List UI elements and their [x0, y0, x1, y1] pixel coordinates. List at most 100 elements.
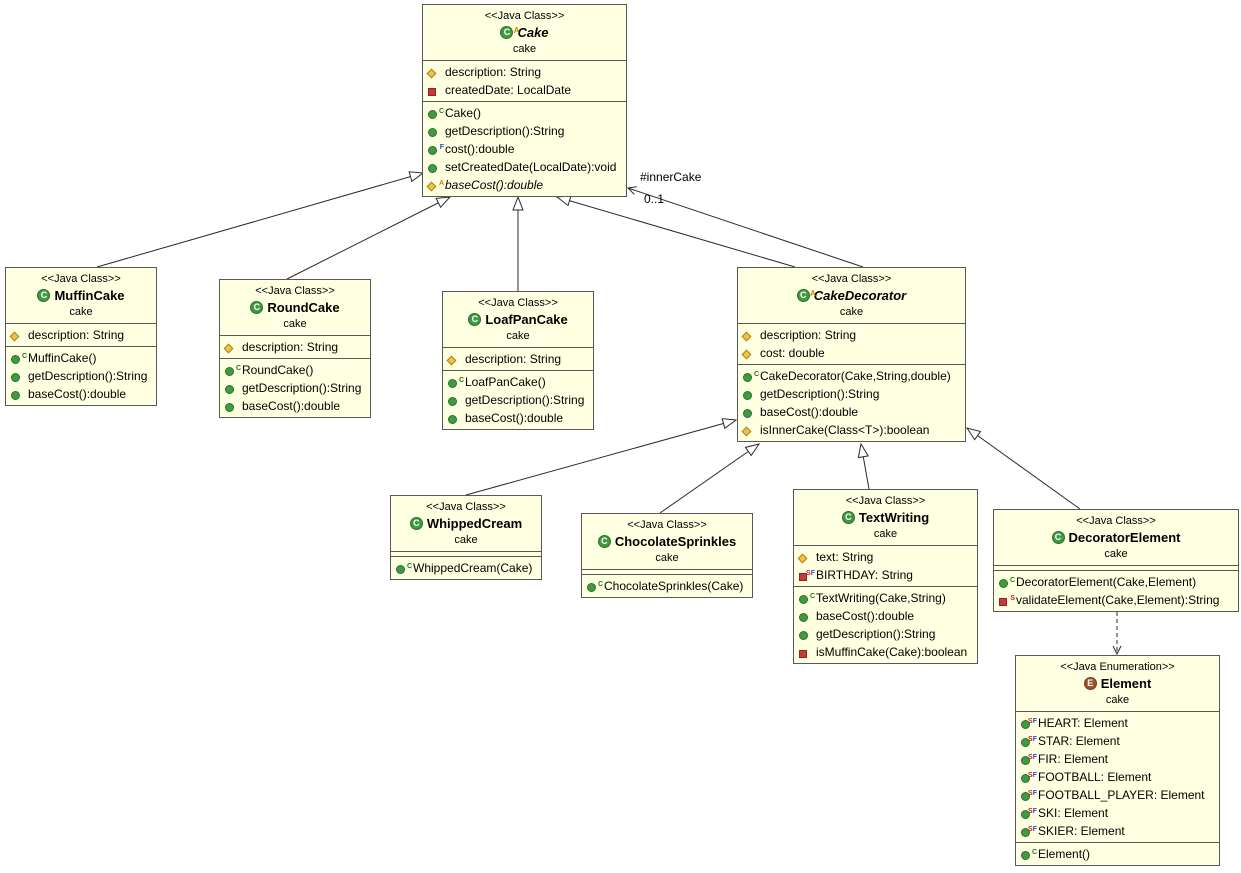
modifier-letter-C: C	[235, 364, 241, 372]
visibility-public-icon	[224, 382, 239, 395]
method-label: getDescription():String	[816, 627, 936, 641]
package-name: cake	[873, 528, 898, 540]
modifier-letter-S: S	[1028, 753, 1033, 761]
visibility-shape	[428, 87, 436, 96]
modifier-f-marker: F	[440, 139, 444, 157]
visibility-public-icon: SF	[1020, 753, 1037, 766]
inheritance-edge-WhippedCream-to-CakeDecorator	[465, 418, 738, 496]
visibility-shape	[797, 553, 808, 563]
visibility-shape	[426, 68, 437, 78]
visibility-private-icon	[427, 84, 442, 97]
method-row: baseCost():double	[220, 397, 370, 415]
class-name: WhippedCream	[426, 516, 523, 531]
visibility-shape	[11, 354, 20, 364]
visibility-shape	[1021, 719, 1030, 729]
visibility-shape	[11, 372, 20, 382]
stereotype-label: <<Java Class>>	[627, 519, 707, 531]
package-name: cake	[839, 306, 864, 318]
modifier-sf-marker: SF	[1028, 767, 1037, 785]
field-label: HEART: Element	[1038, 716, 1128, 730]
method-row: baseCost():double	[794, 607, 977, 625]
visibility-public-icon	[447, 394, 462, 407]
association-role-label: #innerCake	[640, 170, 702, 184]
method-label: baseCost():double	[28, 387, 127, 401]
visibility-protected-icon	[9, 329, 25, 342]
stereotype-label: <<Java Class>>	[478, 297, 558, 309]
abstract-marker: A	[513, 26, 520, 35]
visibility-public-icon	[742, 406, 757, 419]
field-label: FIR: Element	[1038, 752, 1109, 766]
field-label: FOOTBALL: Element	[1038, 770, 1152, 784]
stereotype-label: <<Java Class>>	[811, 273, 892, 285]
visibility-shape	[999, 597, 1007, 606]
association-edge-CakeDecorator-to-Cake	[626, 186, 864, 268]
package-name: cake	[1104, 548, 1128, 560]
field-row: description: String	[443, 350, 593, 368]
method-row: isMuffinCake(Cake):boolean	[794, 643, 977, 661]
modifier-c-marker: C	[439, 103, 444, 121]
field-label: BIRTHDAY: String	[816, 568, 913, 582]
visibility-shape	[743, 372, 752, 382]
visibility-shape	[225, 384, 234, 394]
modifier-letter-F: F	[1032, 807, 1037, 815]
modifier-c-marker: C	[236, 360, 241, 378]
method-label: getDescription():String	[28, 369, 148, 383]
method-row: getDescription():String	[443, 391, 593, 409]
modifier-letter-C: C	[406, 562, 412, 570]
method-label: getDescription():String	[760, 387, 880, 401]
visibility-shape	[225, 366, 234, 376]
visibility-shape	[999, 578, 1008, 588]
fields-compartment	[582, 569, 752, 574]
visibility-public-icon	[798, 610, 813, 623]
fields-compartment: description: String	[220, 335, 370, 358]
package-name: cake	[69, 306, 93, 318]
stereotype-label: <<Java Class>>	[426, 501, 506, 513]
visibility-private-icon	[798, 646, 813, 659]
visibility-protected-icon	[741, 347, 757, 360]
field-label: STAR: Element	[1038, 734, 1120, 748]
stereotype-label: <<Java Class>>	[255, 285, 335, 297]
visibility-protected-icon	[446, 353, 462, 366]
visibility-shape	[396, 564, 405, 574]
method-label: baseCost():double	[816, 609, 915, 623]
method-row: isInnerCake(Class<T>):boolean	[738, 421, 965, 439]
method-row: getDescription():String	[794, 625, 977, 643]
method-label: MuffinCake()	[28, 351, 97, 365]
method-row: getDescription():String	[423, 122, 626, 140]
visibility-shape	[428, 127, 437, 137]
visibility-public-icon	[224, 400, 239, 413]
modifier-letter-C: C	[597, 580, 603, 588]
abstract-marker: A	[809, 289, 816, 298]
visibility-public-icon: C	[224, 364, 241, 377]
modifier-letter-S: S	[1028, 735, 1033, 743]
method-label: isMuffinCake(Cake):boolean	[816, 645, 968, 659]
icon-glyph: C	[1051, 531, 1065, 544]
